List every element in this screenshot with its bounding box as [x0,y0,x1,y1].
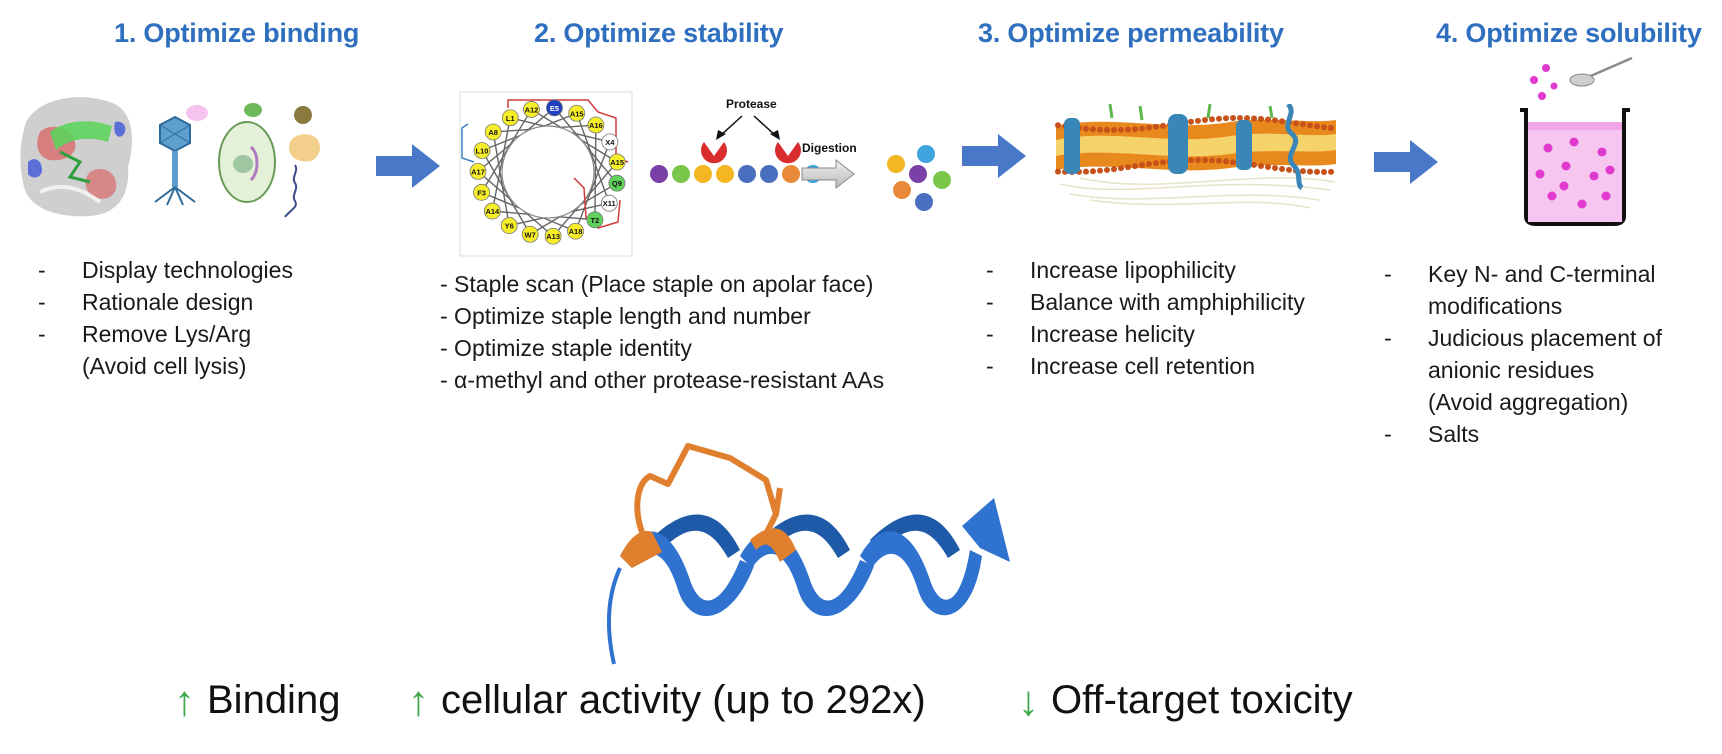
svg-text:A15: A15 [610,158,624,167]
svg-text:A16: A16 [589,121,603,130]
heading-binding: 1. Optimize binding [114,18,360,48]
wheel-residue: A13 [544,227,562,245]
outcome-off-target-toxicity: ↓ Off-target toxicity [1018,676,1353,724]
list-item: -Salts [1384,421,1480,447]
protease-digestion-diagram: Protease Digestion [650,97,951,211]
wheel-chord [491,117,511,212]
svg-text:Q9: Q9 [612,179,622,188]
wheel-chord [481,150,531,235]
down-arrow-icon: ↓ [1018,676,1039,724]
mrna-display-icon [284,106,320,218]
protease-pacman-icon [775,142,801,164]
list-item: - Optimize staple identity [440,335,692,361]
svg-text:E5: E5 [550,104,559,113]
list-item: -Increase helicity [986,321,1195,347]
svg-text:W7: W7 [525,230,536,239]
svg-text:A12: A12 [525,105,539,114]
list-item: -Increase cell retention [986,353,1256,379]
up-arrow-icon: ↑ [408,676,429,724]
phage-icon [154,105,208,206]
wheel-residue: L1 [501,109,519,127]
wheel-residue: Q9 [608,174,626,192]
list-item: -Key N- and C-terminal [1384,261,1656,287]
wheel-residue: E5 [546,99,563,117]
list-item: -Remove Lys/Arg [38,321,252,347]
svg-text:F3: F3 [477,188,486,197]
wheel-chord [574,141,611,232]
flow-arrow-1 [376,144,440,188]
list-item: (Avoid aggregation) [1428,389,1629,415]
wheel-chord [594,125,597,220]
binding-illustration [20,97,320,218]
yeast-cell-icon [218,103,276,203]
digested-fragments [887,145,951,211]
wheel-residue: F3 [473,183,490,201]
outcome-cellular-activity: ↑ cellular activity (up to 292x) [408,676,926,724]
svg-text:X11: X11 [603,199,616,208]
wheel-residue: A15 [608,153,626,171]
digestion-label: Digestion [802,141,857,155]
peptide-bead-chain [650,165,822,183]
wheel-residue: A17 [469,162,487,180]
svg-text:L10: L10 [476,147,489,156]
list-item: -Balance with amphiphilicity [986,289,1305,315]
list-item: - Staple scan (Place staple on apolar fa… [440,271,874,297]
svg-text:Y6: Y6 [505,222,514,231]
list-item: -Display technologies [38,257,293,283]
list-item: -Judicious placement of [1384,325,1662,351]
up-arrow-icon: ↑ [174,676,195,724]
svg-text:A15: A15 [570,109,584,118]
list-item: - Optimize staple length and number [440,303,811,329]
protease-pacman-icon [701,142,727,164]
permeability-bullets: -Increase lipophilicity -Balance with am… [986,254,1366,382]
wheel-residue: W7 [521,225,539,243]
wheel-residue: A12 [523,101,540,118]
cell-membrane-icon [1055,104,1336,209]
flow-arrow-2 [962,134,1026,178]
protease-label: Protease [726,97,777,111]
svg-text:A18: A18 [569,227,583,236]
svg-text:A14: A14 [485,207,500,216]
wheel-residue: X4 [601,133,619,151]
protein-surface-icon [20,97,133,217]
svg-text:A17: A17 [471,167,485,176]
wheel-chord [576,113,610,204]
flow-arrow-3 [1374,140,1438,184]
list-item: modifications [1428,293,1563,319]
wheel-residue: A16 [587,116,605,134]
wheel-residue: A18 [567,222,584,240]
heading-permeability: 3. Optimize permeability [978,18,1284,48]
spoon-icon [1569,56,1633,87]
list-item: -Rationale design [38,289,254,315]
heading-stability: 2. Optimize stability [534,18,784,48]
list-item: (Avoid cell lysis) [82,353,247,379]
solubility-bullets: -Key N- and C-terminal modifications -Ju… [1384,258,1714,450]
list-item: -Increase lipophilicity [986,257,1236,283]
svg-text:A13: A13 [546,232,560,241]
wheel-residue: A14 [483,202,501,220]
list-item: anionic residues [1428,357,1595,383]
wheel-residue: A15 [568,104,586,122]
wheel-residue: X11 [600,194,618,212]
heading-solubility: 4. Optimize solubility [1436,18,1702,48]
outcome-binding: ↑ Binding [174,676,341,724]
wheel-residue: A8 [484,123,502,141]
svg-text:T2: T2 [591,216,600,225]
svg-text:X4: X4 [605,138,615,147]
svg-text:A8: A8 [488,128,498,137]
svg-text:L1: L1 [506,114,515,123]
wheel-chord [492,131,510,226]
wheel-residue: Y6 [500,217,518,234]
wheel-residue: L10 [473,142,491,159]
stapled-helix-illustration [606,443,1010,665]
binding-bullets: -Display technologies -Rationale design … [38,254,378,382]
digestion-arrow-icon [801,158,855,190]
stability-bullets: - Staple scan (Place staple on apolar fa… [440,268,960,396]
wheel-residue: T2 [586,211,604,229]
beaker-icon [1520,56,1633,226]
list-item: - α-methyl and other protease-resistant … [440,367,885,393]
